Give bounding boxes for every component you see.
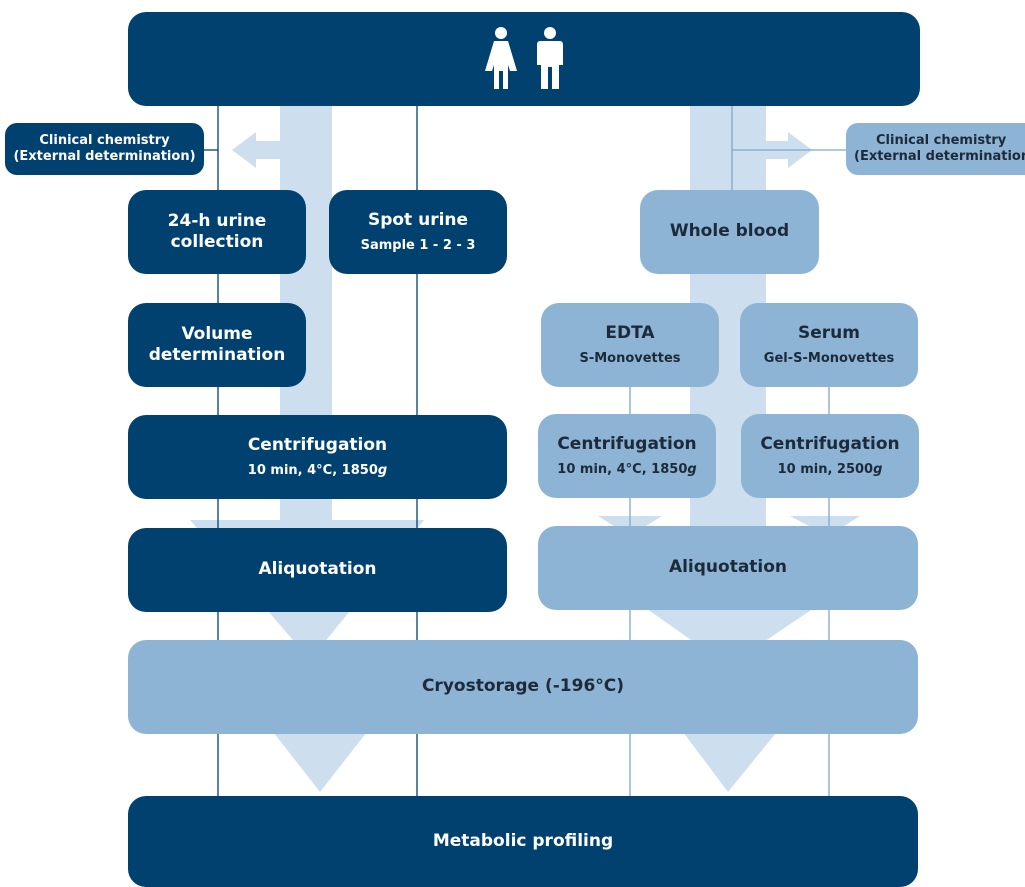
urine-24h-box: 24-h urine collection (128, 190, 306, 274)
centrifugation-serum-conditions: 10 min, 2500g (777, 461, 883, 477)
aliquotation-blood-box: Aliquotation (538, 526, 918, 610)
volume-line2: determination (148, 345, 286, 365)
left-external-line2: (External determination) (13, 149, 196, 164)
clinical-chemistry-left: Clinical chemistry (External determinati… (5, 123, 204, 175)
clinical-chemistry-right: Clinical chemistry (External determinati… (846, 123, 1025, 175)
participants-bar (128, 12, 920, 106)
cryo-left-arrowhead (270, 728, 370, 792)
centrifugation-serum-title: Centrifugation (760, 434, 900, 455)
centrifugation-edta-conditions: 10 min, 4°C, 1850g (557, 461, 697, 477)
aliquotation-blood-title: Aliquotation (668, 557, 788, 578)
aliquotation-urine-box: Aliquotation (128, 528, 507, 612)
spot-urine-box: Spot urine Sample 1 - 2 - 3 (329, 190, 507, 274)
aliquotation-urine-title: Aliquotation (258, 559, 377, 580)
cryo-right-arrowhead (680, 728, 780, 792)
man-icon (537, 27, 563, 89)
edta-sub: S-Monovettes (579, 350, 681, 366)
left-external-line1: Clinical chemistry (39, 132, 170, 148)
edta-title: EDTA (605, 323, 655, 344)
volume-determination-box: Volume determination (128, 303, 306, 387)
metabolic-profiling-box: Metabolic profiling (128, 796, 918, 887)
centrifugation-edta-title: Centrifugation (557, 434, 697, 455)
spot-urine-title: Spot urine (367, 210, 469, 231)
edta-box: EDTA S-Monovettes (541, 303, 719, 387)
spot-urine-samples: Sample 1 - 2 - 3 (360, 237, 476, 253)
serum-sub: Gel-S-Monovettes (763, 350, 895, 366)
centrifugation-urine-box: Centrifugation 10 min, 4°C, 1850g (128, 415, 507, 499)
cryostorage-box: Cryostorage (-196°C) (128, 640, 918, 734)
whole-blood-box: Whole blood (640, 190, 819, 274)
centrifugation-urine-conditions: 10 min, 4°C, 1850g (247, 462, 388, 478)
right-external-line2: (External determination) (854, 149, 1025, 164)
right-external-line1: Clinical chemistry (876, 132, 1007, 148)
centrifugation-serum-box: Centrifugation 10 min, 2500g (741, 414, 919, 498)
woman-icon (485, 27, 517, 89)
whole-blood-title: Whole blood (669, 221, 790, 242)
metabolic-profiling-title: Metabolic profiling (432, 830, 614, 851)
volume-line1: Volume (181, 323, 253, 344)
left-external-arrow (232, 132, 280, 168)
centrifugation-urine-title: Centrifugation (247, 435, 388, 456)
urine-24h-line2: collection (170, 232, 264, 252)
urine-24h-line1: 24-h urine (167, 210, 267, 231)
blood-flow-arrowhead (640, 604, 820, 666)
serum-box: Serum Gel-S-Monovettes (740, 303, 918, 387)
serum-title: Serum (798, 323, 860, 344)
centrifugation-edta-box: Centrifugation 10 min, 4°C, 1850g (538, 414, 716, 498)
cryostorage-title: Cryostorage (-196°C) (421, 676, 625, 697)
